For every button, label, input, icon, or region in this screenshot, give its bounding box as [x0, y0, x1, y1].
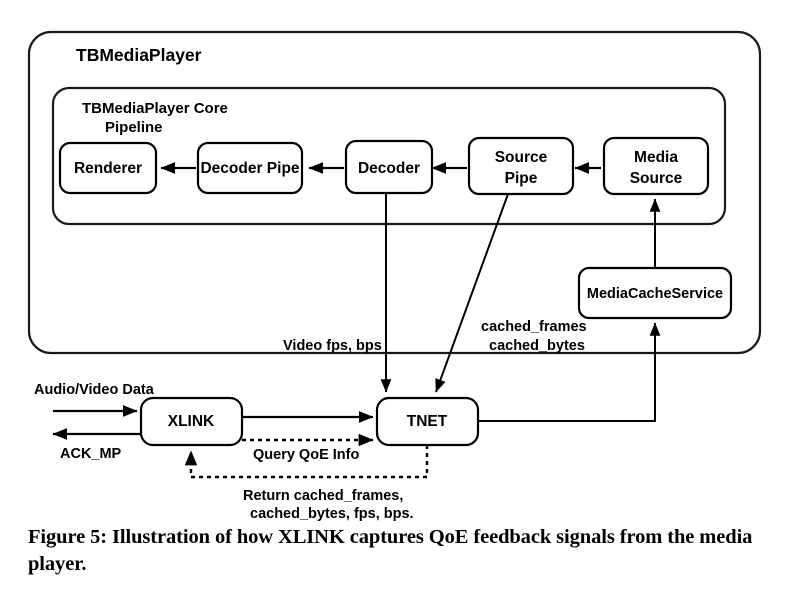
- label-return-line-1: Return cached_frames,: [243, 488, 403, 504]
- label-query-qoe-info: Query QoE Info: [253, 447, 359, 463]
- node-source-pipe-label-2: Pipe: [505, 170, 538, 187]
- node-media-source-label-1: Media: [634, 149, 678, 166]
- figure-caption: Figure 5: Illustration of how XLINK capt…: [28, 526, 753, 576]
- container-core-pipeline: [51, 86, 727, 226]
- node-media-cache-service[interactable]: MediaCacheService: [577, 266, 733, 320]
- container-core-pipeline-title-2: Pipeline: [105, 119, 163, 136]
- container-tbmediaplayer: [27, 30, 762, 355]
- node-xlink-label: XLINK: [168, 413, 215, 430]
- edge-tnet-to-cache: [478, 322, 661, 422]
- label-audio-video-data: Audio/Video Data: [34, 382, 155, 398]
- node-media-source-rect: [602, 136, 710, 196]
- node-decoder-pipe-label: Decoder Pipe: [200, 160, 299, 177]
- node-media-source-label-2: Source: [630, 170, 683, 187]
- node-tnet[interactable]: TNET: [375, 396, 480, 447]
- container-core-pipeline-title-1: TBMediaPlayer Core: [82, 100, 228, 117]
- label-video-fps-bps: Video fps, bps: [283, 338, 382, 354]
- label-cached-bytes: cached_bytes: [489, 338, 585, 354]
- node-media-cache-service-label: MediaCacheService: [587, 286, 723, 302]
- node-decoder[interactable]: Decoder: [344, 139, 434, 195]
- node-source-pipe-label-1: Source: [495, 149, 548, 166]
- node-decoder-pipe[interactable]: Decoder Pipe: [196, 141, 304, 195]
- node-renderer-label: Renderer: [74, 160, 142, 177]
- container-tbmediaplayer-title: TBMediaPlayer: [76, 45, 202, 65]
- node-tnet-label: TNET: [407, 413, 448, 430]
- node-renderer[interactable]: Renderer: [58, 141, 158, 195]
- label-return-line-2: cached_bytes, fps, bps.: [250, 506, 414, 522]
- label-cached-frames: cached_frames: [481, 319, 587, 335]
- edge-return-qoe-stats: [184, 445, 429, 479]
- node-xlink[interactable]: XLINK: [139, 396, 244, 447]
- label-ack-mp: ACK_MP: [60, 446, 122, 462]
- node-source-pipe[interactable]: Source Pipe: [467, 136, 575, 196]
- node-media-source[interactable]: Media Source: [602, 136, 710, 196]
- edge-sourcepipe-to-tnet: [435, 193, 509, 393]
- node-decoder-label: Decoder: [358, 160, 420, 177]
